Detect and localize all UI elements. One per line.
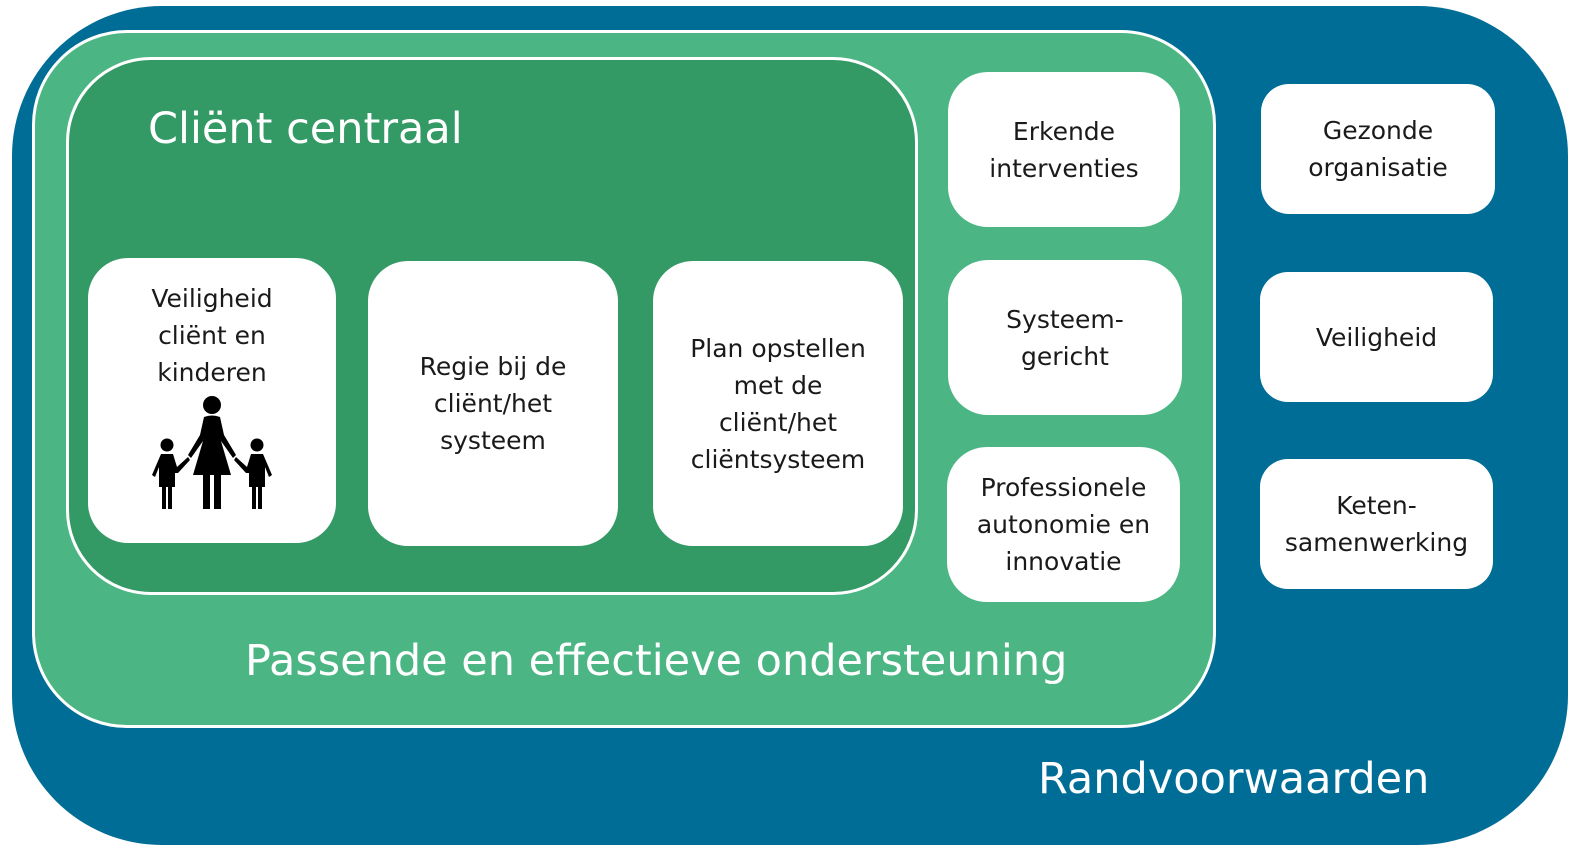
card-plan: Plan opstellen met de cliënt/het cliënts… bbox=[653, 261, 903, 546]
card-erkende-interventies: Erkende interventies bbox=[948, 72, 1180, 227]
card-systeemgericht-text: Systeem- gericht bbox=[1006, 304, 1124, 371]
card-veiligheid-client-text: Veiligheid cliënt en kinderen bbox=[151, 284, 273, 387]
card-ketensamenwerking: Keten- samenwerking bbox=[1260, 459, 1493, 589]
card-veiligheid-text: Veiligheid bbox=[1315, 322, 1438, 352]
card-veiligheid-client: Veiligheid cliënt en kinderen bbox=[88, 258, 336, 543]
card-gezonde-organisatie-text: Gezonde organisatie bbox=[1308, 116, 1448, 182]
card-regie: Regie bij de cliënt/het systeem bbox=[368, 261, 618, 546]
randvoorwaarden-label: Randvoorwaarden bbox=[1038, 754, 1430, 804]
card-professionele-autonomie-text: Professionele autonomie en innovatie bbox=[976, 473, 1151, 576]
card-erkende-interventies-text: Erkende interventies bbox=[989, 116, 1139, 183]
client-centraal-label: Cliënt centraal bbox=[148, 104, 463, 154]
card-systeemgericht: Systeem- gericht bbox=[948, 260, 1182, 415]
family-icon bbox=[152, 396, 272, 509]
card-professionele-autonomie: Professionele autonomie en innovatie bbox=[947, 447, 1180, 602]
card-gezonde-organisatie: Gezonde organisatie bbox=[1261, 84, 1495, 214]
card-veiligheid: Veiligheid bbox=[1260, 272, 1493, 402]
card-regie-text: Regie bij de cliënt/het systeem bbox=[419, 352, 567, 455]
ondersteuning-label: Passende en effectieve ondersteuning bbox=[245, 636, 1068, 686]
card-ketensamenwerking-text: Keten- samenwerking bbox=[1284, 491, 1469, 557]
card-plan-text: Plan opstellen met de cliënt/het cliënts… bbox=[690, 333, 866, 474]
